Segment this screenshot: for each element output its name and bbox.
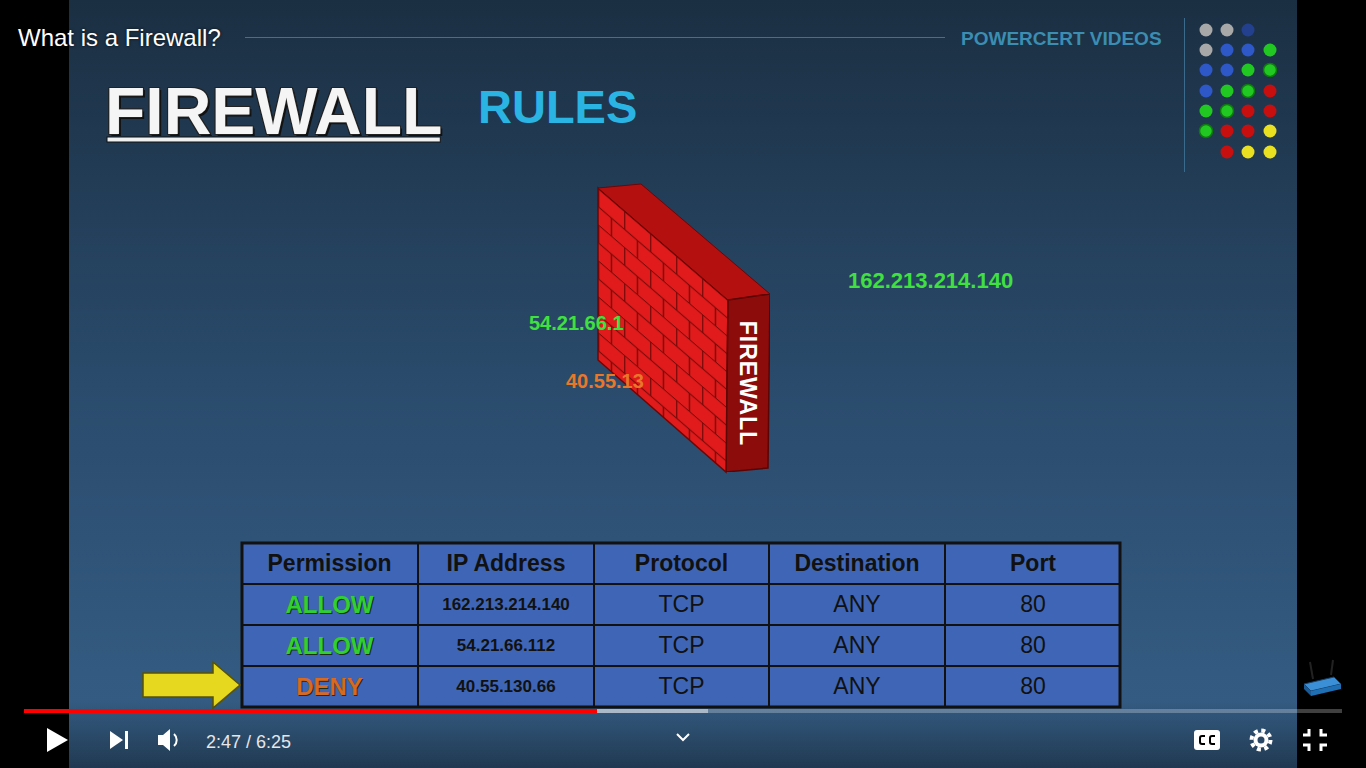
ip-address: 162.213.214.140	[848, 270, 1013, 292]
table-cell: 80	[945, 584, 1121, 625]
table-cell: 80	[945, 666, 1121, 707]
header-rule	[245, 37, 945, 38]
permission-cell: ALLOW	[241, 584, 418, 625]
video-title: What is a Firewall?	[18, 26, 221, 50]
node-inner: FIREWALL	[726, 294, 770, 472]
table-header: IP Address	[418, 542, 594, 584]
table-cell: 80	[945, 625, 1121, 666]
logo-dots	[1200, 24, 1277, 159]
table-cell: ANY	[769, 584, 945, 625]
table-cell: ANY	[769, 625, 945, 666]
table-cell: ANY	[769, 666, 945, 707]
table-header: Destination	[769, 542, 945, 584]
channel-name: POWERCERT VIDEOS	[961, 29, 1162, 48]
logo-rule	[1184, 18, 1185, 172]
table-cell: TCP	[594, 625, 769, 666]
ip-address: 54.21.66.1	[529, 313, 624, 333]
ip-cell: 54.21.66.112	[418, 625, 594, 666]
wall-label: FIREWALL	[737, 320, 760, 446]
brick-wall	[598, 184, 770, 472]
table-cell: TCP	[594, 584, 769, 625]
table-header: Protocol	[594, 542, 769, 584]
table-header: Port	[945, 542, 1121, 584]
progress-bar	[24, 709, 1342, 713]
ip-cell: 40.55.130.66	[418, 666, 594, 707]
rules-table	[242, 543, 1120, 707]
ip-cell: 162.213.214.140	[418, 584, 594, 625]
time-display: 2:47 / 6:25	[206, 733, 291, 751]
table-header: Permission	[241, 542, 418, 584]
permission-cell: ALLOW	[241, 625, 418, 666]
wall-end-face: FIREWALL	[726, 294, 770, 472]
controls-shade	[0, 700, 1366, 768]
ip-address: 40.55.13	[566, 371, 644, 391]
slide-background	[69, 0, 1297, 768]
heading-word: RULES	[478, 83, 637, 130]
table-cell: TCP	[594, 666, 769, 707]
permission-cell: DENY	[241, 666, 418, 707]
heading-word: FIREWALL	[105, 78, 442, 144]
router-icon	[1304, 660, 1341, 696]
player-controls	[47, 728, 1327, 752]
